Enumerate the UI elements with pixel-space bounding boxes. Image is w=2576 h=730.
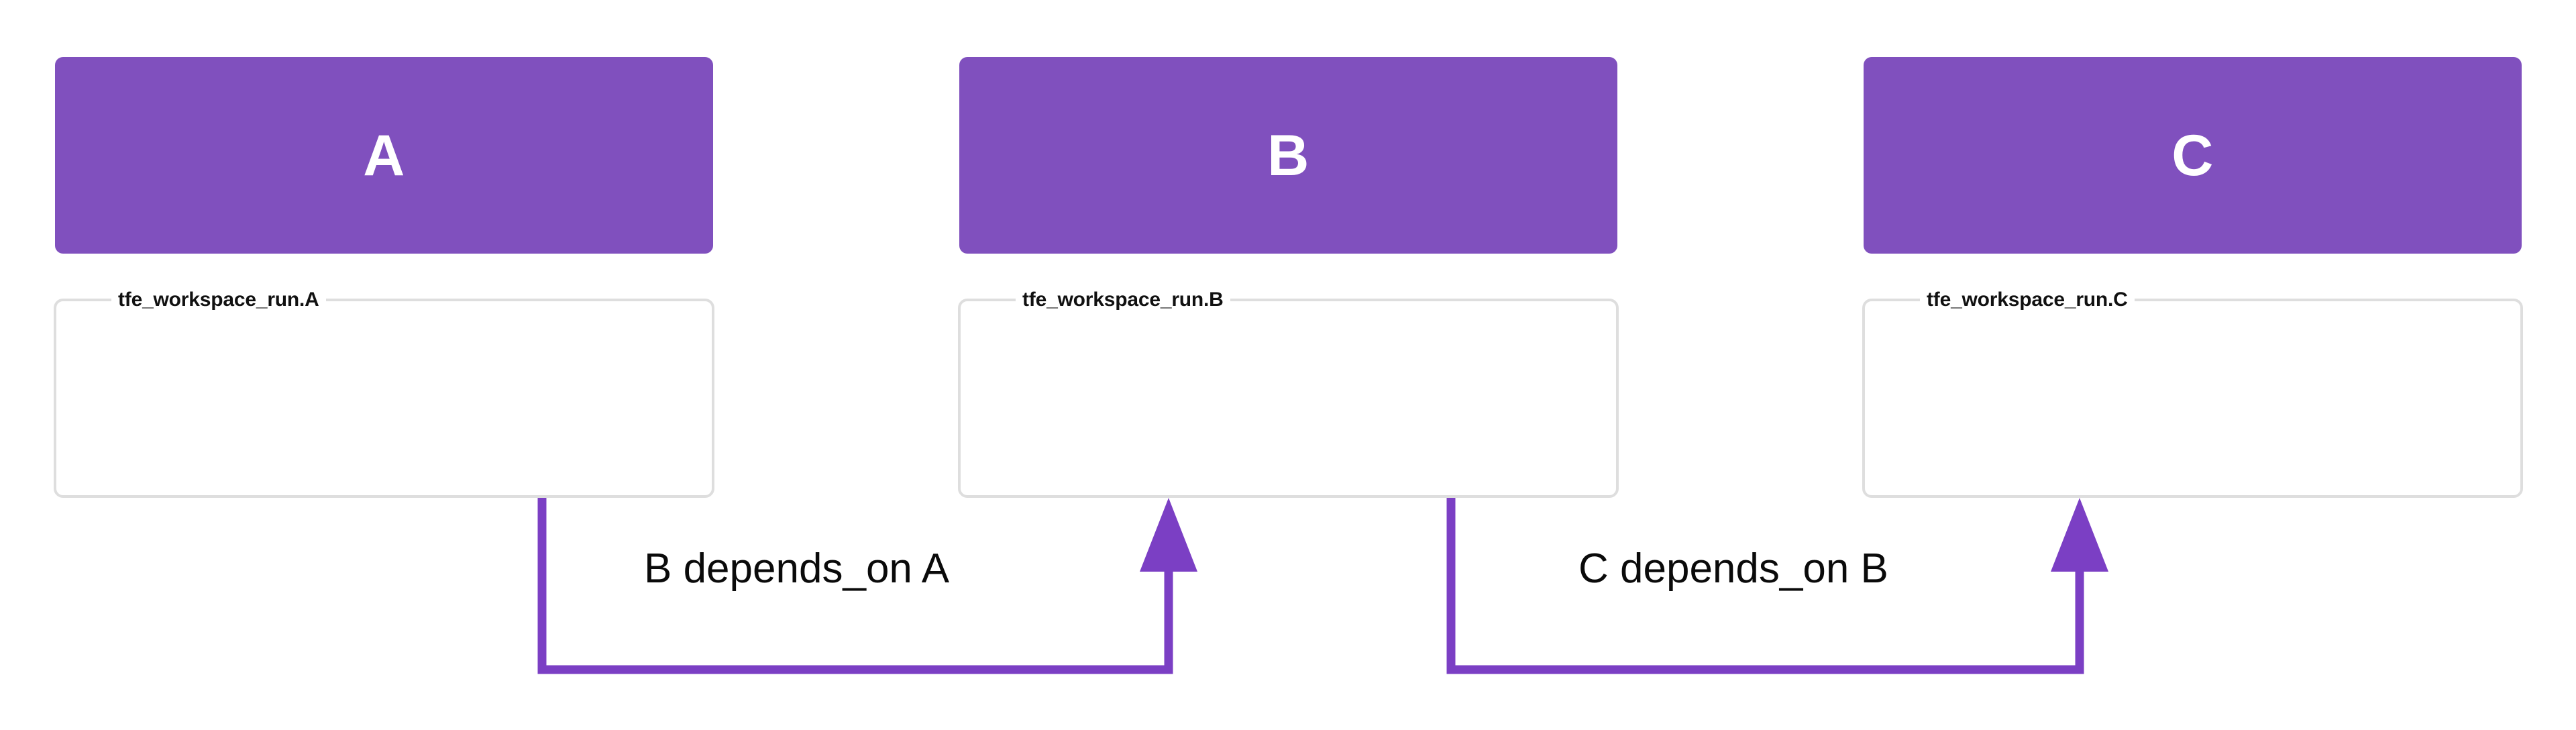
- edge-a-b-label: B depends_on A: [639, 547, 955, 591]
- node-c[interactable]: C: [1864, 57, 2522, 254]
- cluster-c: [1862, 299, 2523, 498]
- cluster-c-label: tfe_workspace_run.C: [1920, 290, 2135, 310]
- node-a-label: A: [363, 123, 405, 188]
- cluster-b-label: tfe_workspace_run.B: [1016, 290, 1230, 310]
- node-a[interactable]: A: [55, 57, 713, 254]
- edge-b-c-label: C depends_on B: [1573, 547, 1894, 591]
- node-c-label: C: [2171, 123, 2214, 188]
- cluster-a: [54, 299, 714, 498]
- cluster-b: [958, 299, 1619, 498]
- edge-a-b-arrowhead: [1140, 498, 1197, 572]
- node-b[interactable]: B: [959, 57, 1617, 254]
- node-b-label: B: [1267, 123, 1309, 188]
- cluster-a-label: tfe_workspace_run.A: [111, 290, 326, 310]
- edge-b-c-arrowhead: [2051, 498, 2108, 572]
